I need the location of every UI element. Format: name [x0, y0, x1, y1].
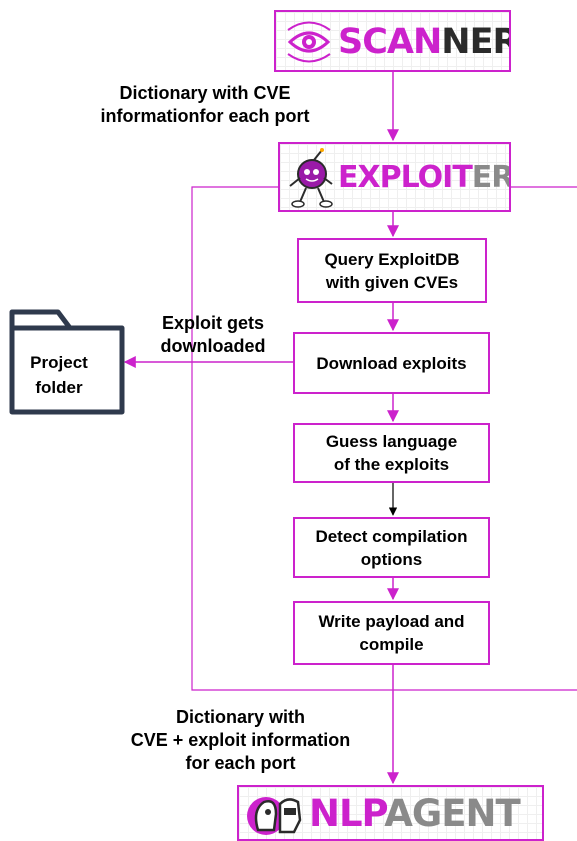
nlpagent-logo: NLPAGENT — [237, 785, 544, 841]
bomb-mascot-icon — [289, 148, 333, 208]
step-detect-compilation: Detect compilation options — [293, 517, 490, 578]
nlpagent-logo-prefix: NLP — [309, 792, 385, 835]
agent-heads-icon — [247, 797, 302, 835]
step-download-exploits: Download exploits — [293, 332, 490, 394]
final-output-label: Dictionary with CVE + exploit informatio… — [130, 707, 351, 773]
project-folder-label: Project folder — [30, 353, 88, 397]
folder-icon — [9, 309, 125, 415]
step-write-payload-text: Write payload and compile — [318, 612, 465, 654]
exploiter-logo-suffix: ER — [471, 160, 511, 195]
step-query-exploitdb: Query ExploitDB with given CVEs — [297, 238, 487, 303]
exploiter-logo: EXPLOITER — [278, 142, 511, 212]
step-download-exploits-text: Download exploits — [316, 353, 467, 373]
scanner-logo-prefix: SCAN — [338, 22, 442, 62]
exploiter-logo-prefix: EXPLOIT — [338, 160, 473, 195]
scanner-logo: SCANNER — [274, 10, 511, 72]
scanner-logo-suffix: NER — [441, 22, 511, 62]
nlpagent-logo-suffix: AGENT — [384, 792, 520, 835]
step-detect-compilation-text: Detect compilation options — [315, 526, 468, 569]
step-write-payload: Write payload and compile — [293, 601, 490, 665]
scanner-output-label: Dictionary with CVE informationfor each … — [100, 83, 310, 126]
step-query-exploitdb-text: Query ExploitDB with given CVEs — [324, 249, 460, 292]
download-note-label: Exploit gets downloaded — [160, 313, 266, 356]
eye-icon — [287, 21, 331, 63]
exploiter-module-frame — [191, 186, 577, 691]
step-guess-language: Guess language of the exploits — [293, 423, 490, 483]
step-guess-language-text: Guess language of the exploits — [325, 432, 458, 474]
